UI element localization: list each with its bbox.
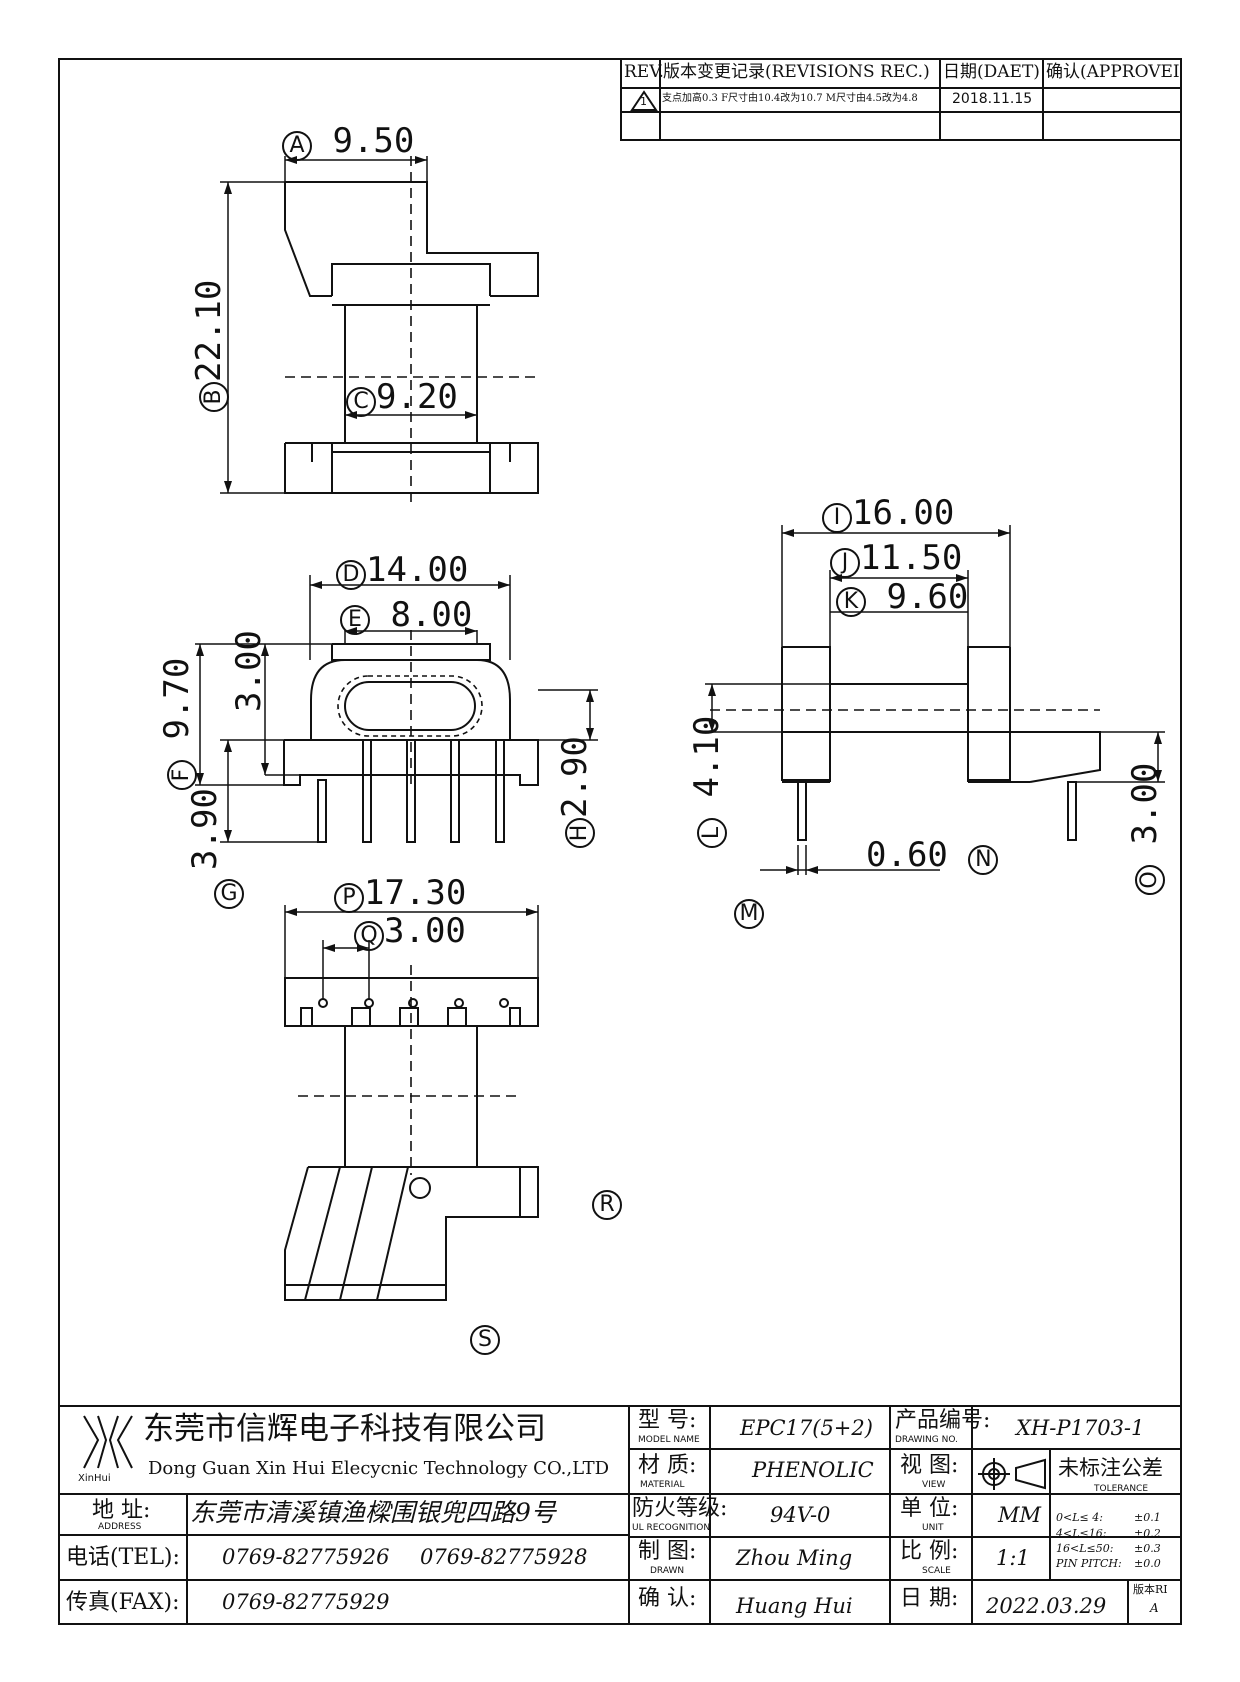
drawing-no-label: 产品编号:: [895, 1408, 991, 1433]
tol3-value: ±0.3: [1134, 1542, 1161, 1555]
top-view: [284, 181, 539, 494]
address-label: 地 址:: [92, 1498, 151, 1523]
dim-e-label: E 8.00: [340, 598, 472, 635]
dim-g-letter: G: [214, 872, 244, 909]
unit-label-en: UNIT: [922, 1523, 944, 1533]
drawing-no-value: XH-P1703-1: [1016, 1416, 1145, 1440]
dim-b-label: B22.10: [189, 280, 229, 412]
tol3-range: 16<L≤50:: [1056, 1542, 1114, 1555]
dim-r-letter: R: [592, 1183, 622, 1220]
title-block-lines: [59, 1405, 1181, 1625]
dim-n-label: 0.60 N: [866, 838, 999, 875]
model-label: 型 号:: [638, 1408, 697, 1433]
tolerance-label-en: TOLERANCE: [1094, 1484, 1149, 1494]
unit-value: MM: [998, 1503, 1042, 1527]
company-logo-mark: [83, 1415, 133, 1469]
dim-h-label: H2.90: [555, 736, 595, 848]
approve-header: 确认(APPROVEI: [1046, 62, 1180, 82]
date-label: 日 期:: [900, 1586, 959, 1611]
view-projection-symbol: [978, 1458, 1046, 1490]
model-value: EPC17(5+2): [740, 1416, 873, 1440]
tol1-value: ±0.1: [1134, 1511, 1161, 1524]
dim-s-letter: S: [470, 1318, 500, 1355]
tol4-value: ±0.0: [1134, 1557, 1161, 1570]
drawn-label-en: DRAWN: [650, 1566, 685, 1576]
date-header: 日期(DAET): [943, 62, 1040, 82]
drawn-label: 制 图:: [638, 1539, 697, 1564]
dim-k-label: K 9.60: [836, 580, 968, 617]
confirm-label: 确 认:: [638, 1586, 697, 1611]
scale-label-en: SCALE: [922, 1566, 951, 1576]
bottom-view: [284, 977, 539, 1301]
version-label: 版本RI: [1133, 1583, 1168, 1596]
version-value: A: [1150, 1601, 1159, 1615]
dim-a-label: A 9.50: [282, 124, 414, 161]
material-label-en: MATERIAL: [640, 1480, 685, 1490]
dim-l-label: L 4.10: [687, 716, 727, 848]
dim-g-value: 3.90: [185, 788, 225, 870]
model-label-en: MODEL NAME: [638, 1435, 700, 1445]
hidden-ellipse: [337, 675, 483, 737]
rev-header: REV.: [624, 62, 664, 82]
dim-o-label: O 3.00: [1125, 763, 1165, 895]
front-view: [283, 643, 539, 843]
tol1-range: 0<L≤ 4:: [1056, 1511, 1103, 1524]
revision-date: 2018.11.15: [952, 91, 1033, 107]
tel-label: 电话(TEL):: [66, 1545, 180, 1570]
tel2-value: 0769-82775928: [420, 1545, 588, 1569]
view-label: 视 图:: [900, 1453, 959, 1478]
confirm-value: Huang Hui: [736, 1594, 853, 1618]
company-name-cn: 东莞市信辉电子科技有限公司: [143, 1411, 546, 1447]
date-value: 2022.03.29: [986, 1594, 1107, 1618]
revision-number: 1: [640, 95, 647, 108]
material-value: PHENOLIC: [752, 1458, 874, 1482]
unit-label: 单 位:: [900, 1496, 959, 1521]
logo-text: XinHui: [78, 1473, 111, 1484]
revision-record-header: 版本变更记录(REVISIONS REC.): [663, 62, 930, 82]
fire-label-en: UL RECOGNITION: [632, 1523, 711, 1533]
material-label: 材 质:: [638, 1453, 697, 1478]
fire-label: 防火等级:: [632, 1496, 728, 1521]
side-view: [781, 646, 1101, 841]
fire-value: 94V-0: [770, 1503, 831, 1527]
dim-m-letter: M: [734, 892, 764, 929]
drawing-no-label-en: DRAWING NO.: [895, 1435, 958, 1445]
tol2-value: ±0.2: [1134, 1527, 1161, 1540]
drawn-value: Zhou Ming: [736, 1546, 853, 1570]
scale-label: 比 例:: [900, 1539, 959, 1564]
scale-value: 1:1: [996, 1546, 1030, 1570]
view-label-en: VIEW: [922, 1480, 946, 1490]
fax-label: 传真(FAX):: [66, 1590, 180, 1615]
tel1-value: 0769-82775926: [222, 1545, 390, 1569]
fax-value: 0769-82775929: [222, 1590, 390, 1614]
center-lines: [285, 156, 1100, 1175]
tol2-range: 4<L≤16:: [1056, 1527, 1107, 1540]
tolerance-label: 未标注公差: [1058, 1456, 1163, 1480]
dim-f-label: F 9.70: [157, 658, 197, 790]
address-label-en: ADDRESS: [98, 1522, 142, 1532]
revision-table-lines: [620, 58, 1182, 141]
company-name-en: Dong Guan Xin Hui Elecycnic Technology C…: [148, 1458, 610, 1479]
dim-f2-label: 3.00: [229, 630, 269, 712]
tol4-range: PIN PITCH:: [1056, 1557, 1122, 1570]
address-value: 东莞市清溪镇渔樑围银兜四路9号: [190, 1498, 556, 1527]
revision-record: 支点加高0.3 F尺寸由10.4改为10.7 M尺寸由4.5改为4.8: [662, 93, 918, 104]
